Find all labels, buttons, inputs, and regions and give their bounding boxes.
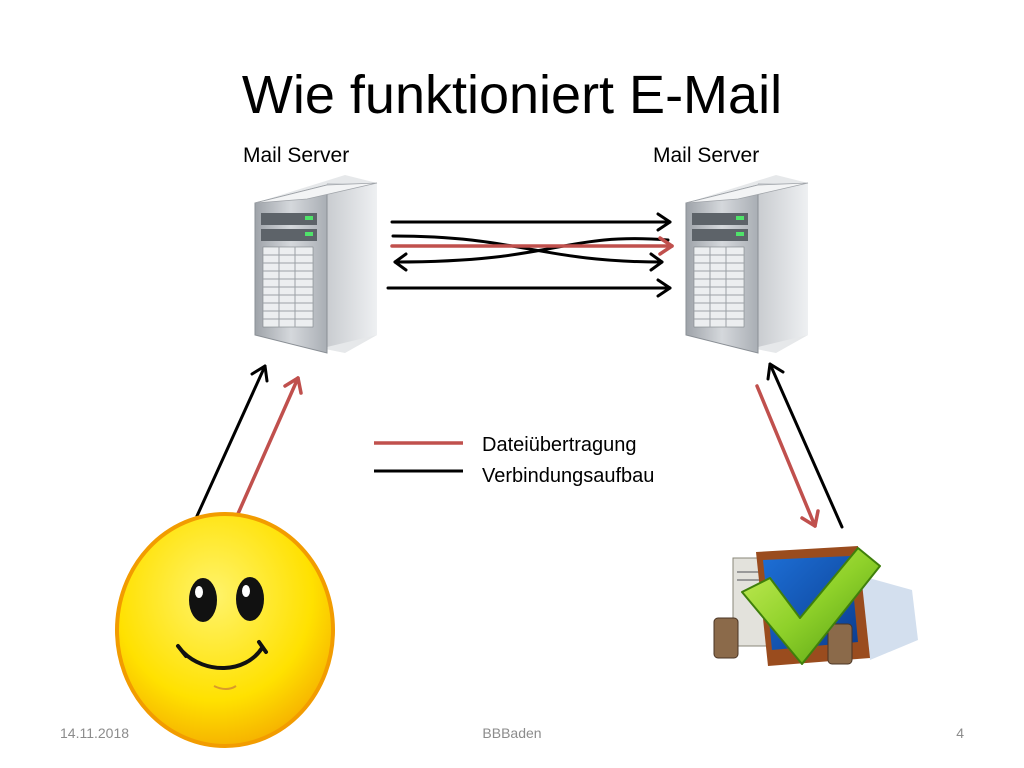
connection-arrow-sender — [195, 364, 269, 518]
server-to-client-arrows — [755, 362, 844, 529]
legend-label-connection: Verbindungsaufbau — [482, 465, 655, 487]
smiley-icon — [115, 512, 335, 748]
client-to-server-arrows — [195, 364, 303, 518]
connection-arrow-receiver — [766, 362, 844, 529]
connection-arrow-cross-right — [391, 234, 664, 272]
connection-arrow-cross-left — [393, 237, 670, 272]
footer-center-text: BBBaden — [482, 725, 542, 741]
server-label-right: Mail Server — [653, 144, 760, 167]
transfer-arrow-receiver — [755, 384, 820, 528]
legend-label-transfer: Dateiübertragung — [482, 434, 637, 456]
slide-title: Wie funktioniert E-Mail — [241, 65, 783, 125]
server-icon — [254, 175, 378, 354]
transfer-arrow-servers — [390, 236, 674, 256]
server-label-left: Mail Server — [243, 144, 350, 167]
footer-date: 14.11.2018 — [60, 725, 130, 741]
connection-arrow-top — [390, 212, 672, 232]
server-connection-arrows — [386, 212, 674, 298]
connection-arrow-bottom — [386, 278, 672, 298]
computer-checkmark-icon — [713, 546, 918, 666]
server-icon — [685, 175, 809, 354]
footer-page-number: 4 — [956, 725, 964, 741]
transfer-arrow-sender — [235, 376, 303, 518]
